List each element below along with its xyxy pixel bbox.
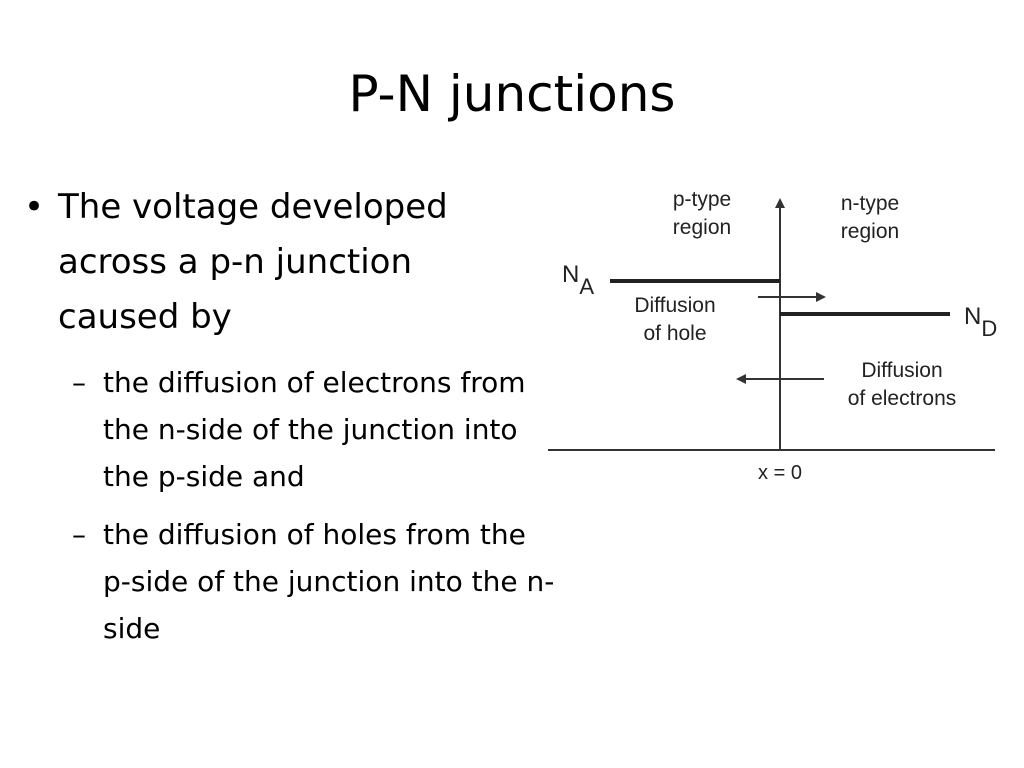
p-type-region-label: p-type region: [672, 188, 732, 239]
electron-diffusion-label: Diffusion of electrons: [847, 359, 957, 410]
sub-bullet-list: – the diffusion of electrons from the n-…: [18, 359, 558, 652]
sub-bullet-text-holes: the diffusion of holes from the p-side o…: [103, 518, 555, 645]
sub-bullet: – the diffusion of electrons from the n-…: [72, 359, 558, 500]
main-bullet: • The voltage developed across a p-n jun…: [18, 180, 558, 345]
hole-diffusion-label: Diffusion of hole: [634, 294, 716, 345]
main-bullet-text: The voltage developed across a p-n junct…: [58, 187, 448, 337]
pn-junction-diagram: p-type region n-type region NA ND Diffus…: [540, 175, 1010, 495]
slide-title: P-N junctions: [348, 65, 676, 123]
bullet-marker: •: [24, 187, 45, 227]
nd-label: ND: [964, 303, 998, 341]
diagram-lines: [548, 198, 995, 451]
slide-body: • The voltage developed across a p-n jun…: [18, 180, 558, 663]
dash-marker: –: [72, 518, 86, 551]
na-label: NA: [562, 261, 595, 299]
sub-bullet-text-electrons: the diffusion of electrons from the n-si…: [103, 366, 526, 493]
dash-marker: –: [72, 366, 86, 399]
n-type-region-label: n-type region: [840, 192, 900, 243]
x-zero-label: x = 0: [758, 462, 802, 484]
sub-bullet: – the diffusion of holes from the p-side…: [72, 511, 558, 652]
